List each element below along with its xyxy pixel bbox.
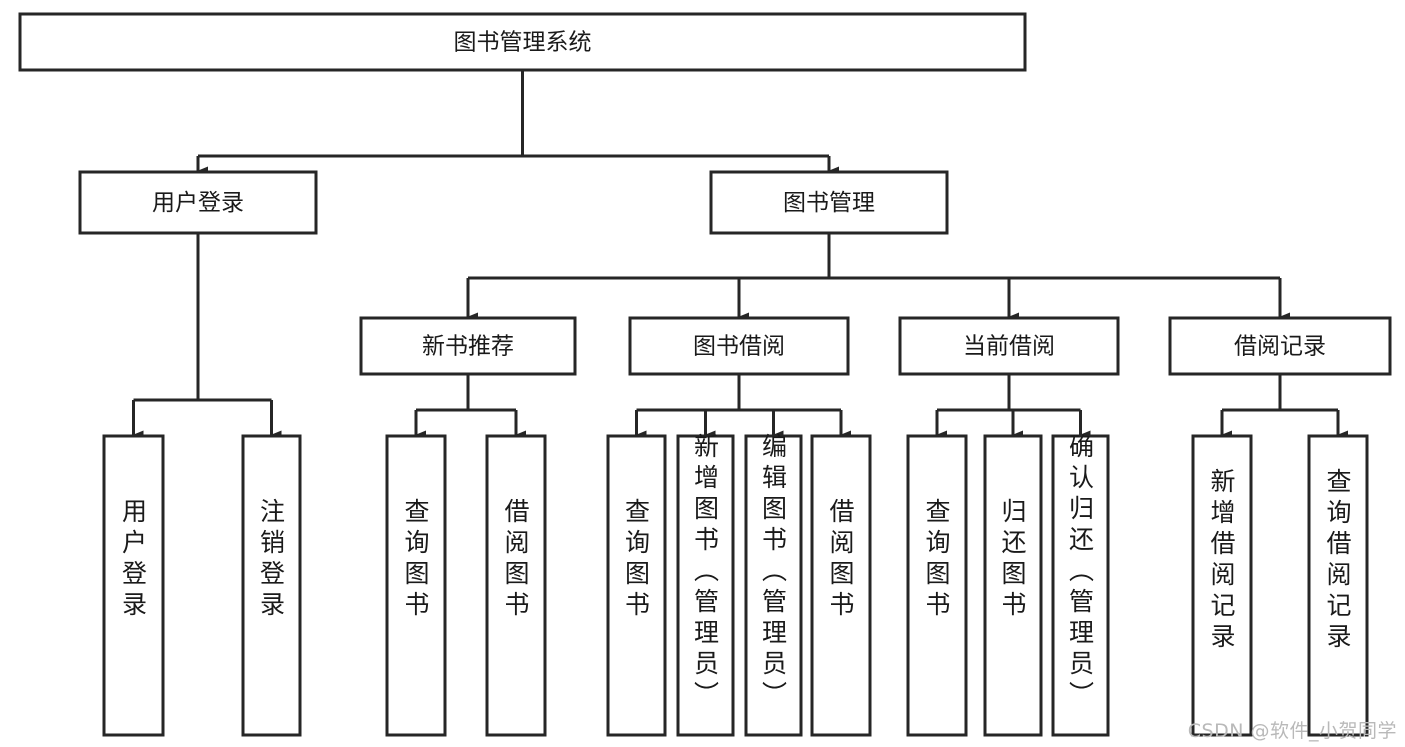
node-label-borrow-record: 借阅记录 (1234, 334, 1326, 360)
node-box-leaf-query-borrow-record (1307, 434, 1369, 737)
node-box-leaf-query-book-borrow (606, 434, 667, 737)
node-leaf-query-book-current[interactable]: 查询图书 (906, 434, 968, 737)
node-leaf-return-book[interactable]: 归还图书 (983, 434, 1043, 737)
node-box-leaf-borrow-book (810, 434, 872, 737)
node-book-management[interactable]: 图书管理 (709, 170, 949, 235)
node-root[interactable]: 图书管理系统 (18, 12, 1027, 72)
node-label-leaf-add-borrow-record: 新增借阅记录 (1210, 467, 1235, 651)
node-box-leaf-user-logout (241, 434, 302, 737)
node-label-leaf-confirm-return-admin: 确认归还︵管理员︶ (1069, 432, 1094, 709)
node-leaf-query-book-recommend[interactable]: 查询图书 (385, 434, 447, 737)
node-leaf-add-borrow-record[interactable]: 新增借阅记录 (1191, 434, 1253, 737)
node-label-leaf-query-book-recommend: 查询图书 (404, 497, 429, 619)
node-leaf-query-book-borrow[interactable]: 查询图书 (606, 434, 667, 737)
node-leaf-query-borrow-record[interactable]: 查询借阅记录 (1307, 434, 1369, 737)
node-label-leaf-query-book-current: 查询图书 (925, 497, 950, 619)
node-user-login[interactable]: 用户登录 (78, 170, 318, 235)
node-label-leaf-return-book: 归还图书 (1001, 497, 1026, 619)
node-box-leaf-return-book (983, 434, 1043, 737)
node-box-leaf-query-book-current (906, 434, 968, 737)
node-label-leaf-add-book-admin: 新增图书︵管理员︶ (694, 432, 719, 709)
node-box-leaf-edit-book-admin (744, 434, 803, 737)
node-label-leaf-query-book-borrow: 查询图书 (625, 497, 650, 619)
node-box-leaf-add-borrow-record (1191, 434, 1253, 737)
node-box-root (18, 12, 1027, 72)
node-label-root: 图书管理系统 (454, 30, 592, 56)
node-leaf-user-login[interactable]: 用户登录 (102, 434, 165, 737)
node-leaf-edit-book-admin[interactable]: 编辑图书︵管理员︶ (744, 432, 803, 737)
node-label-leaf-user-login: 用户登录 (122, 497, 147, 619)
node-box-borrow-record (1168, 316, 1392, 376)
node-box-leaf-confirm-return-admin (1051, 434, 1110, 737)
node-label-leaf-edit-book-admin: 编辑图书︵管理员︶ (762, 432, 787, 709)
node-box-leaf-add-book-admin (676, 434, 735, 737)
node-label-new-book-recommend: 新书推荐 (422, 334, 514, 360)
node-label-leaf-user-logout: 注销登录 (260, 497, 285, 619)
node-label-leaf-borrow-book-recommend: 借阅图书 (504, 497, 529, 619)
node-leaf-add-book-admin[interactable]: 新增图书︵管理员︶ (676, 432, 735, 737)
node-label-leaf-query-borrow-record: 查询借阅记录 (1326, 467, 1351, 651)
node-leaf-user-logout[interactable]: 注销登录 (241, 434, 302, 737)
csdn-watermark: CSDN @软件_小贺同学 (1187, 720, 1397, 742)
node-box-book-management (709, 170, 949, 235)
node-book-borrow[interactable]: 图书借阅 (628, 316, 850, 376)
node-leaf-confirm-return-admin[interactable]: 确认归还︵管理员︶ (1051, 432, 1110, 737)
node-label-user-login: 用户登录 (152, 190, 244, 216)
node-label-book-management: 图书管理 (783, 190, 875, 216)
node-box-leaf-borrow-book-recommend (485, 434, 547, 737)
connector-layer (132, 70, 1348, 440)
node-box-user-login (78, 170, 318, 235)
node-label-leaf-borrow-book: 借阅图书 (829, 497, 854, 619)
node-leaf-borrow-book[interactable]: 借阅图书 (810, 434, 872, 737)
node-leaf-borrow-book-recommend[interactable]: 借阅图书 (485, 434, 547, 737)
node-label-current-borrow: 当前借阅 (963, 334, 1055, 360)
node-box-book-borrow (628, 316, 850, 376)
node-current-borrow[interactable]: 当前借阅 (898, 316, 1120, 376)
node-box-new-book-recommend (359, 316, 577, 376)
node-label-book-borrow: 图书借阅 (693, 334, 785, 360)
node-borrow-record[interactable]: 借阅记录 (1168, 316, 1392, 376)
node-new-book-recommend[interactable]: 新书推荐 (359, 316, 577, 376)
node-box-current-borrow (898, 316, 1120, 376)
node-layer: 图书管理系统用户登录图书管理新书推荐图书借阅当前借阅借阅记录用户登录注销登录查询… (18, 12, 1392, 737)
node-box-leaf-user-login (102, 434, 165, 737)
node-box-leaf-query-book-recommend (385, 434, 447, 737)
